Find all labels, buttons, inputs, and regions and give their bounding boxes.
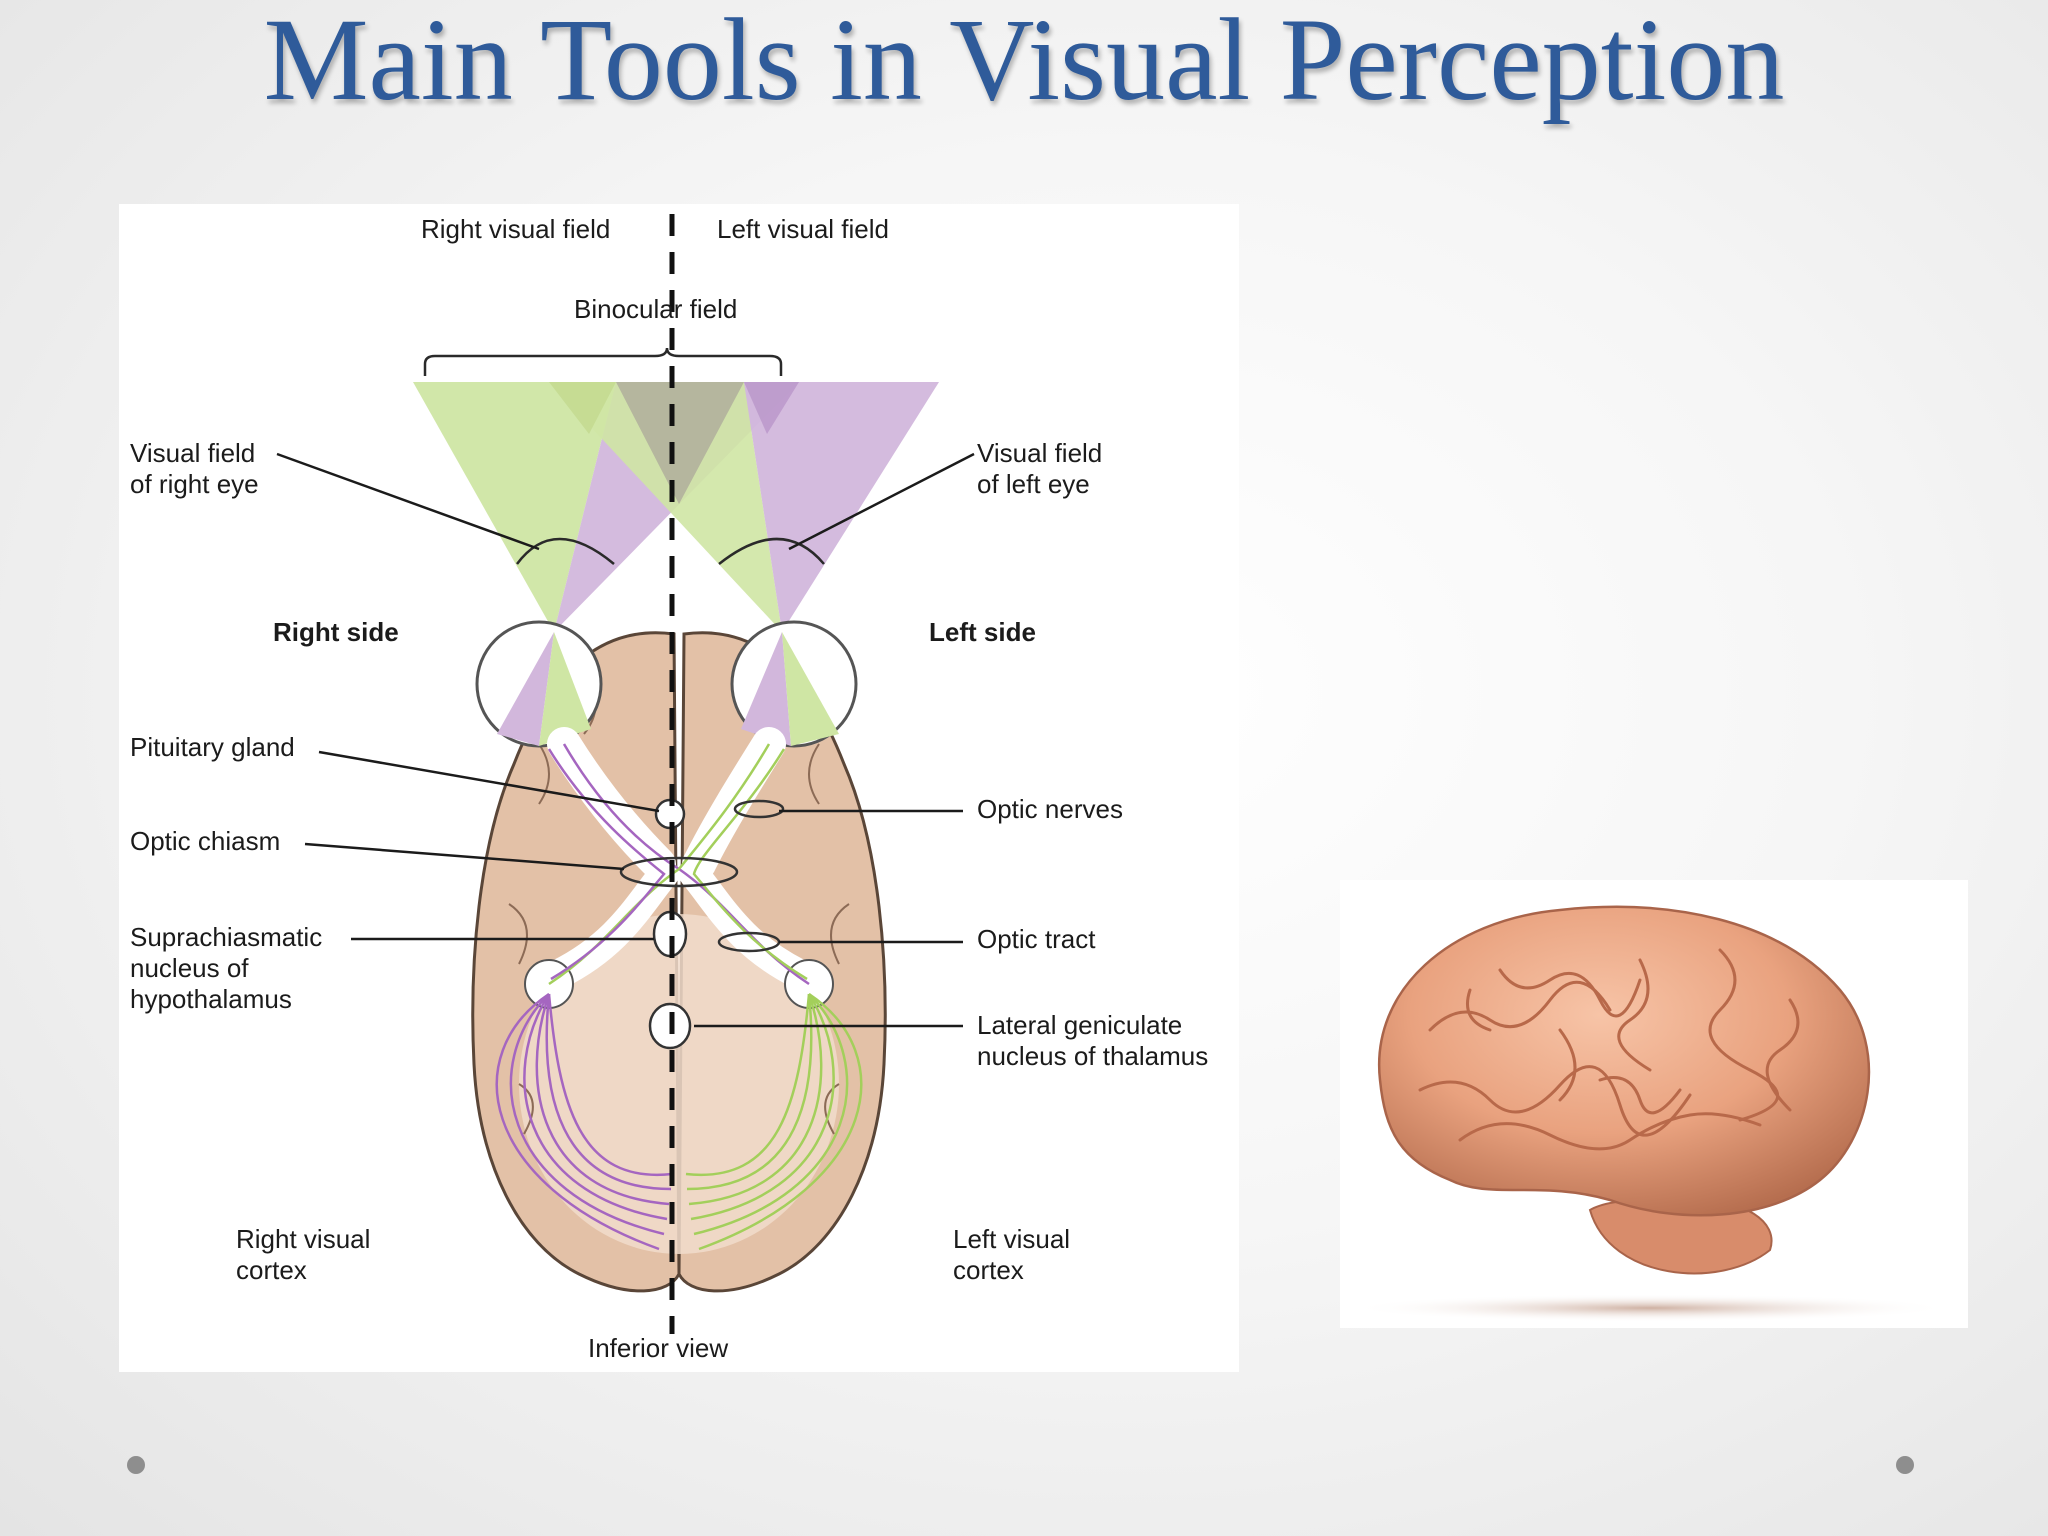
eyes: [475, 620, 858, 748]
visual-pathway-illustration: [276, 214, 975, 1334]
brain-photo: [1340, 880, 1968, 1328]
brain-floor-shadow: [1350, 1294, 1950, 1322]
label-binocular-field: Binocular field: [574, 294, 738, 324]
radiation-purple-5: [545, 993, 672, 1191]
radiation-green-6: [685, 993, 811, 1177]
left-nav-dot: [127, 1456, 145, 1474]
brain-cerebrum: [1377, 905, 1871, 1217]
label-optic-nerves: Optic nerves: [977, 794, 1123, 824]
visual-pathway-diagram: Right visual field Left visual field Bin…: [119, 204, 1239, 1372]
radiation-purple-1: [495, 992, 660, 1251]
radiation-green-1: [698, 992, 863, 1251]
label-right-side: Right side: [273, 617, 399, 647]
left-eye-angle-arc: [718, 537, 825, 565]
radiation-purple-2: [509, 993, 665, 1236]
slide-title: Main Tools in Visual Perception: [263, 0, 1785, 125]
leader-optic-chiasm: [304, 842, 625, 871]
leader-visual-field-right-eye: [276, 452, 540, 551]
visual-field-cones: [413, 382, 939, 632]
label-pituitary-gland: Pituitary gland: [130, 732, 295, 762]
brain-folds: [1418, 948, 1800, 1151]
label-left-side: Left side: [929, 617, 1036, 647]
radiation-purple-3: [523, 993, 668, 1221]
right-nav-dot: [1896, 1456, 1914, 1474]
radiation-green-5: [686, 993, 813, 1191]
brain-illustration: [1350, 905, 1950, 1322]
label-optic-tract: Optic tract: [977, 924, 1096, 954]
right-eye-green-sector: [539, 632, 591, 746]
binocular-brace: [423, 347, 783, 376]
optic-pathway: [524, 727, 834, 1050]
optic-radiations: [495, 992, 863, 1251]
right-eye-angle-arc: [515, 537, 615, 565]
label-right-visual-cortex: Right visual cortex: [236, 1224, 371, 1285]
optic-nerve-ring: [733, 799, 785, 819]
binocular-overlap: [616, 382, 744, 504]
purple-cone-left-eye: [744, 382, 939, 632]
optic-chiasm-ring: [619, 856, 739, 888]
leader-pituitary: [318, 750, 660, 813]
label-optic-chiasm: Optic chiasm: [130, 826, 281, 856]
radiation-green-3: [690, 993, 835, 1221]
radiation-purple-4: [535, 993, 670, 1206]
left-eye-purple-sector: [741, 632, 791, 746]
green-cone-right-eye: [413, 382, 616, 632]
radiation-purple-6: [547, 993, 673, 1177]
green-cone-left-eye: [549, 382, 782, 632]
leader-visual-field-left-eye: [788, 452, 975, 551]
label-left-visual-cortex: Left visual cortex: [953, 1224, 1071, 1285]
leader-lines: [276, 452, 975, 1028]
overlap-upper-green: [549, 382, 616, 434]
overlap-upper-purple: [744, 382, 799, 434]
label-right-visual-field: Right visual field: [421, 214, 611, 244]
left-eye-green-sector: [782, 632, 839, 746]
label-lateral-geniculate: Lateral geniculate nucleus of thalamus: [977, 1010, 1209, 1071]
label-suprachiasmatic: Suprachiasmatic nucleus of hypothalamus: [130, 922, 323, 1014]
label-visual-field-right-eye: Visual field of right eye: [130, 438, 259, 499]
nerve-fibers-purple-2: [547, 748, 666, 981]
right-eye-purple-sector: [497, 632, 554, 746]
label-inferior-view: Inferior view: [588, 1333, 729, 1363]
label-left-visual-field: Left visual field: [717, 214, 889, 244]
radiation-green-4: [688, 993, 823, 1206]
label-visual-field-left-eye: Visual field of left eye: [977, 438, 1103, 499]
